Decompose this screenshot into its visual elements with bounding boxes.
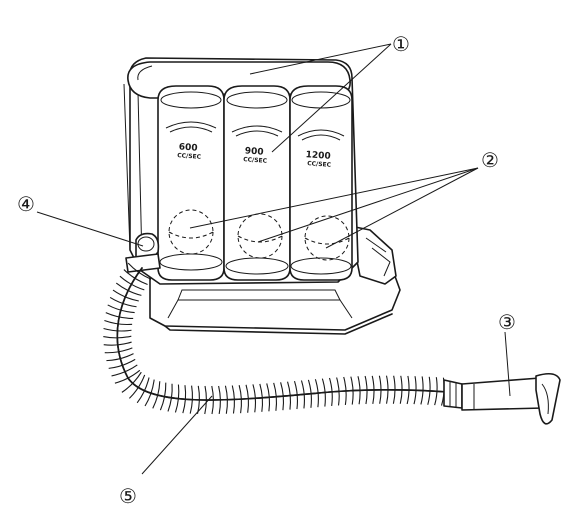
hose-rib xyxy=(103,327,132,332)
hose-rib xyxy=(104,319,133,326)
hose-rib xyxy=(238,385,243,414)
chamber-1-value: 600 xyxy=(178,142,197,153)
chamber-3-unit: CC/SEC xyxy=(307,160,332,169)
chamber-2-value: 900 xyxy=(244,146,263,157)
callout-2: ② xyxy=(481,148,499,172)
chamber-1-unit: CC/SEC xyxy=(177,152,202,161)
hose-rib xyxy=(114,369,141,384)
hose-rib xyxy=(364,375,368,405)
hose-rib xyxy=(121,371,142,393)
hose-rib xyxy=(245,384,250,413)
chamber-3: 1200 CC/SEC xyxy=(289,85,353,281)
hose-rib xyxy=(420,376,424,405)
hose-rib xyxy=(434,377,438,406)
hose-rib xyxy=(287,381,292,410)
callout-3: ③ xyxy=(498,310,516,334)
hose-rib xyxy=(127,262,152,280)
mouthpiece xyxy=(443,372,561,425)
hose-rib xyxy=(211,385,214,415)
hose-rib xyxy=(307,379,312,408)
hose-rib xyxy=(378,375,382,404)
hose-rib xyxy=(314,379,319,408)
hose-rib xyxy=(111,364,138,377)
hose-rib xyxy=(104,347,133,354)
corrugated-hose xyxy=(103,262,449,415)
hose-rib xyxy=(427,376,431,405)
hose-rib xyxy=(174,384,180,413)
hose-rib xyxy=(350,376,354,405)
hose-rib xyxy=(252,384,257,413)
hose-rib xyxy=(300,380,305,409)
chamber-2-unit: CC/SEC xyxy=(243,156,268,165)
hose-rib xyxy=(293,380,298,410)
hose-rib xyxy=(280,382,285,411)
hose-rib xyxy=(119,275,145,291)
callout-5: ⑤ xyxy=(119,484,137,508)
hose-rib xyxy=(392,375,396,404)
hose-rib xyxy=(167,383,173,412)
callout-1: ① xyxy=(392,32,410,56)
hose-rib xyxy=(105,312,134,319)
callout-labels: ① ② ③ ④ ⑤ xyxy=(17,32,516,508)
hose-rib xyxy=(182,385,187,414)
hose-rib xyxy=(266,383,271,412)
hose-rib xyxy=(328,377,333,406)
hose-rib xyxy=(385,375,389,404)
hose-rib xyxy=(399,375,403,404)
chamber-1: 600 CC/SEC xyxy=(157,85,225,281)
hose-rib xyxy=(406,375,410,405)
chamber-2: 900 CC/SEC xyxy=(223,85,291,281)
inlet-connector xyxy=(125,232,161,273)
hose-rib xyxy=(112,289,139,302)
hose-rib xyxy=(259,383,264,412)
hose-rib xyxy=(357,376,361,405)
hose-rib xyxy=(106,353,134,362)
leader-lines xyxy=(36,43,511,475)
hose-ribs xyxy=(103,262,445,415)
hose-rib xyxy=(115,282,142,296)
hose-rib xyxy=(343,376,347,406)
hose-rib xyxy=(413,376,417,405)
hose-rib xyxy=(224,385,228,414)
chamber-3-value: 1200 xyxy=(305,150,331,162)
callout-4: ④ xyxy=(17,192,35,216)
hose-rib xyxy=(103,335,132,339)
hose-rib xyxy=(204,385,207,415)
hose-rib xyxy=(159,382,167,411)
hose-rib xyxy=(128,374,146,399)
hose-rib xyxy=(136,377,150,404)
hose-rib xyxy=(218,385,221,415)
hose-rib xyxy=(189,385,194,414)
hose-rib xyxy=(107,304,135,314)
hose-rib xyxy=(144,379,155,407)
hose-rib xyxy=(103,341,132,346)
hose-rib xyxy=(336,377,340,406)
hose-rib xyxy=(109,296,137,308)
hose-rib xyxy=(273,382,278,411)
hose-rib xyxy=(231,385,235,414)
hose-rib xyxy=(108,358,136,369)
hose-rib xyxy=(152,381,161,409)
hose-rib xyxy=(321,378,326,407)
hose-rib xyxy=(371,375,375,404)
hose-rib xyxy=(123,269,148,286)
